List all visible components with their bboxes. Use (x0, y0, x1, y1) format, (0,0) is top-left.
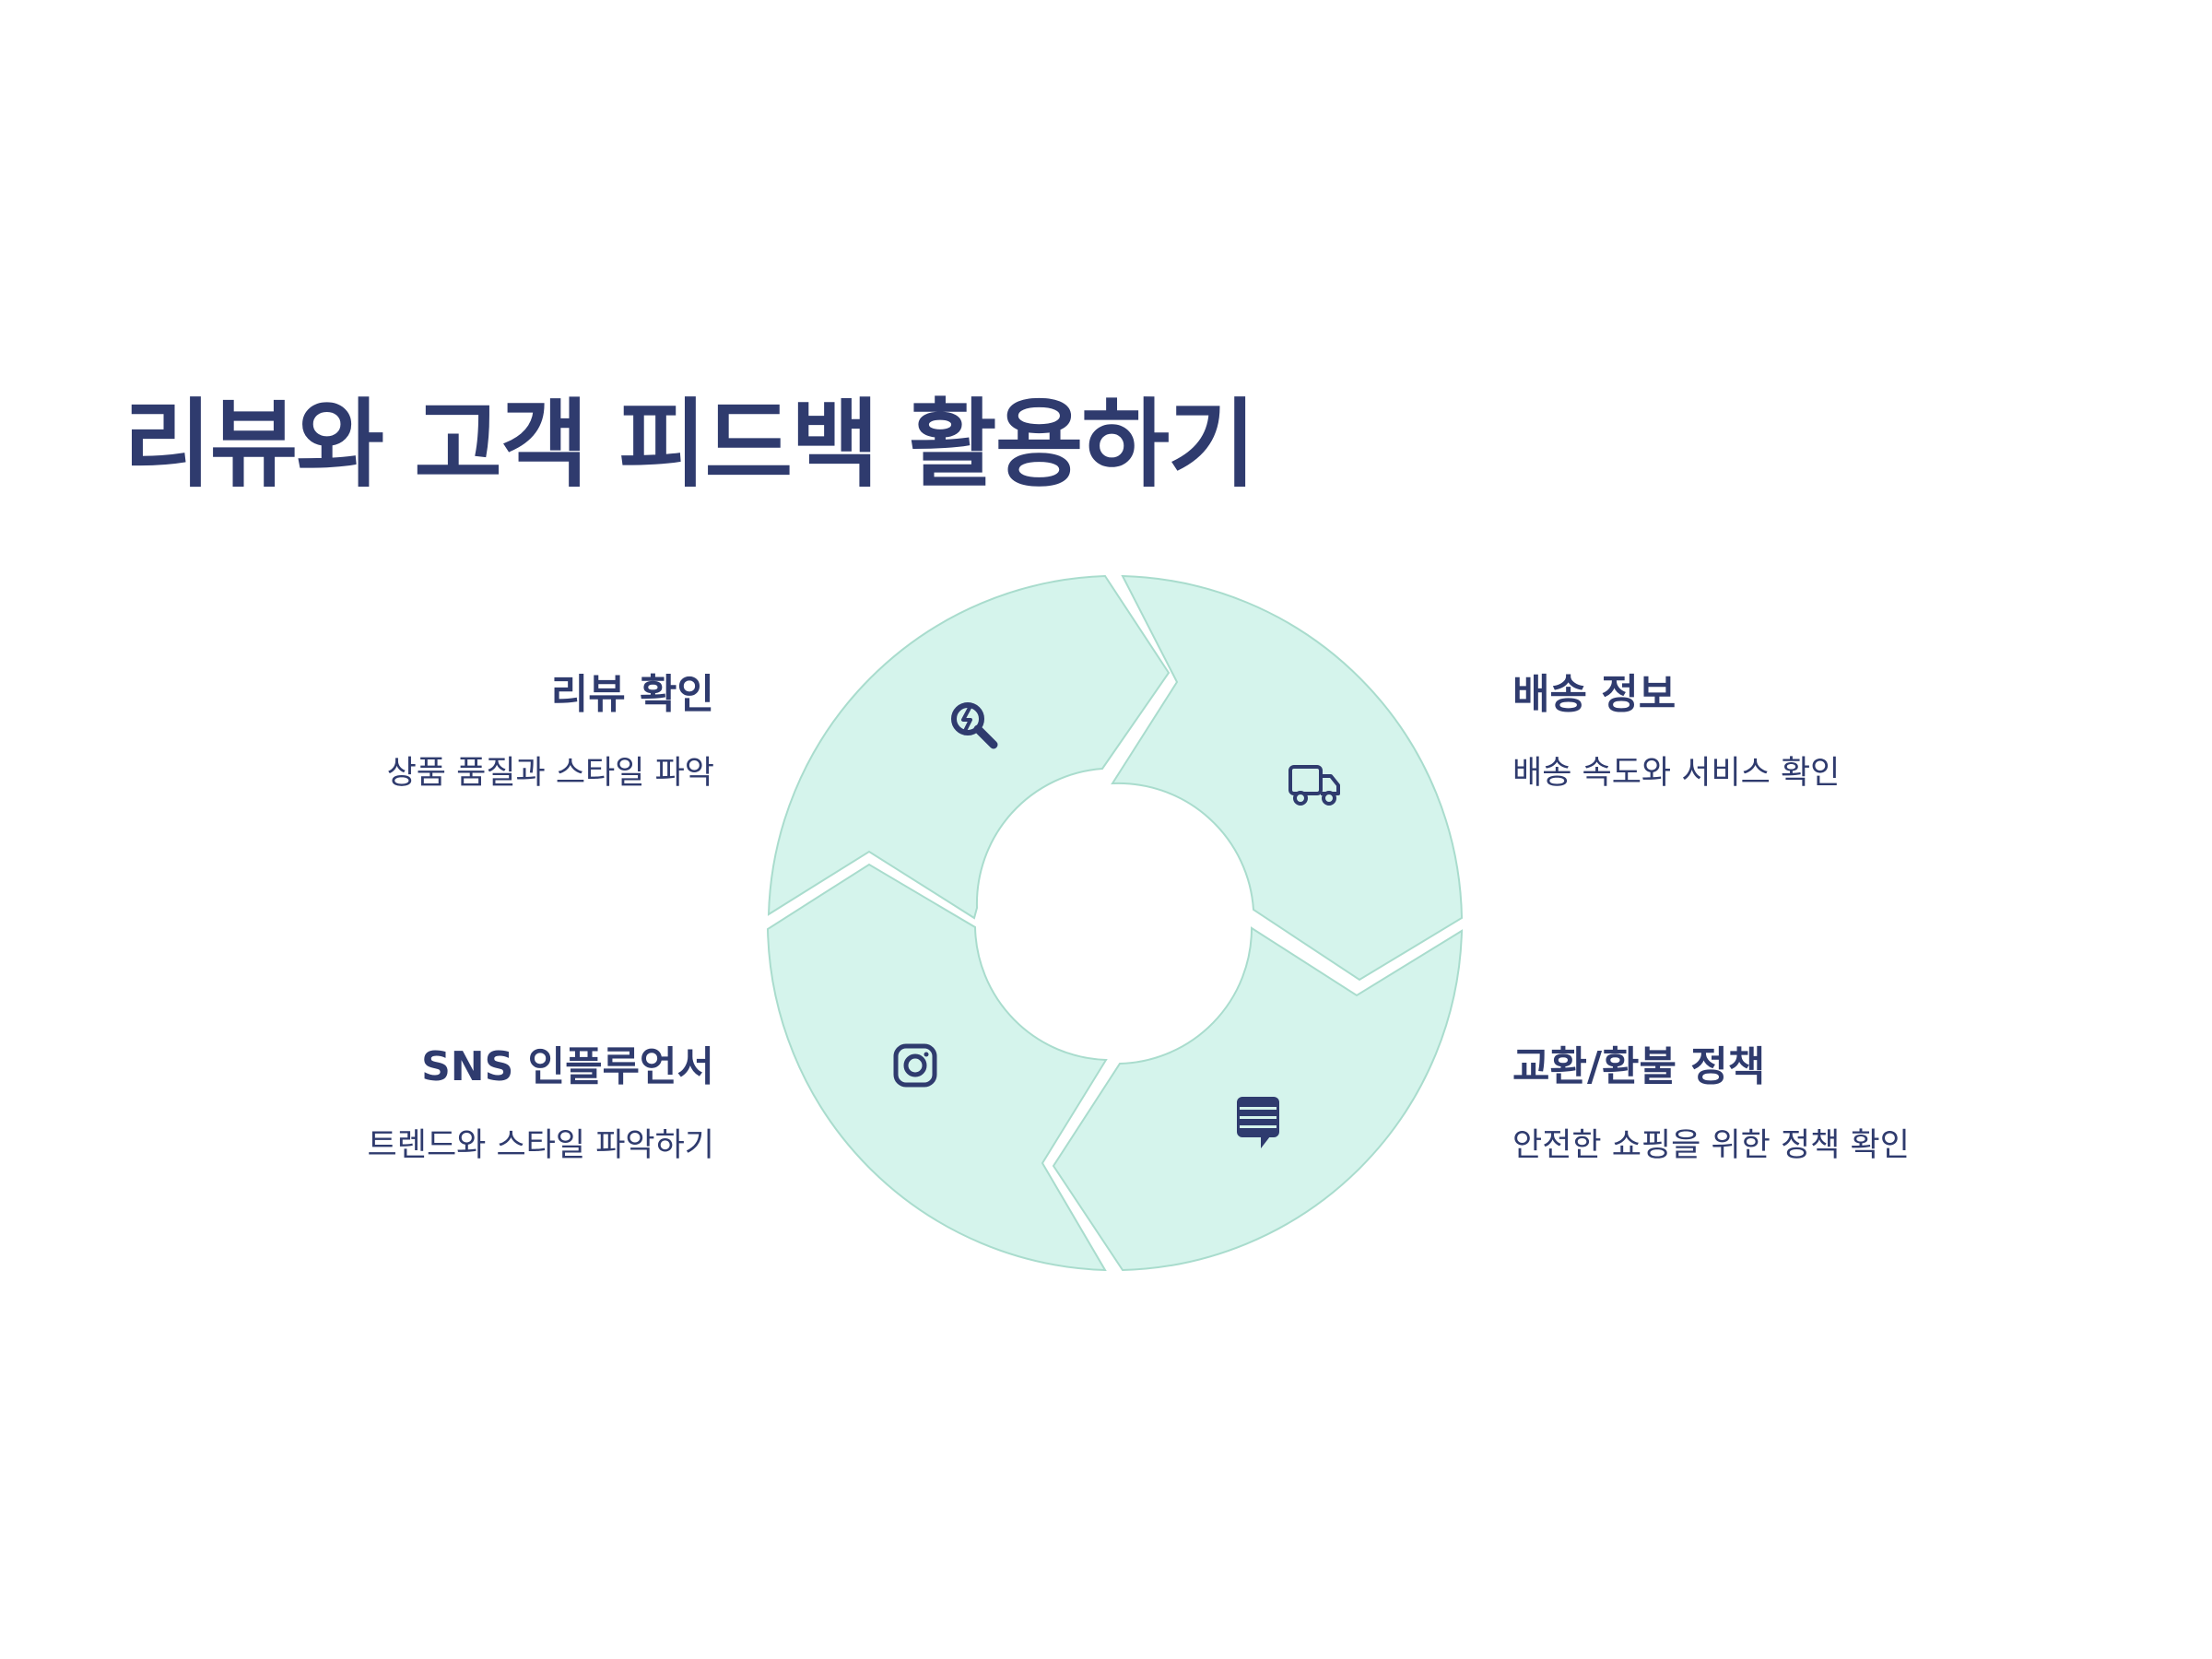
search-icon (951, 702, 998, 749)
step-label-sns: SNS 인플루언서 (421, 1043, 714, 1090)
step-desc-refund: 안전한 쇼핑을 위한 정책 확인 (1512, 1127, 1910, 1164)
step-desc-sns: 트렌드와 스타일 파악하기 (367, 1127, 714, 1164)
step-label-shipping: 배송 정보 (1512, 671, 1677, 718)
cycle-segment-shipping (1111, 574, 1464, 982)
step-label-review: 리뷰 확인 (550, 671, 714, 718)
cycle-segment-review (767, 574, 1171, 920)
document-chat-icon (1237, 1097, 1279, 1148)
step-label-refund: 교환/환불 정책 (1512, 1043, 1766, 1090)
page-title: 리뷰와 고객 피드백 활용하기 (124, 388, 1256, 500)
step-desc-shipping: 배송 속도와 서비스 확인 (1512, 755, 1841, 792)
instagram-icon (893, 1043, 937, 1088)
truck-icon (1288, 765, 1340, 806)
step-desc-review: 상품 품질과 스타일 파악 (386, 755, 714, 792)
